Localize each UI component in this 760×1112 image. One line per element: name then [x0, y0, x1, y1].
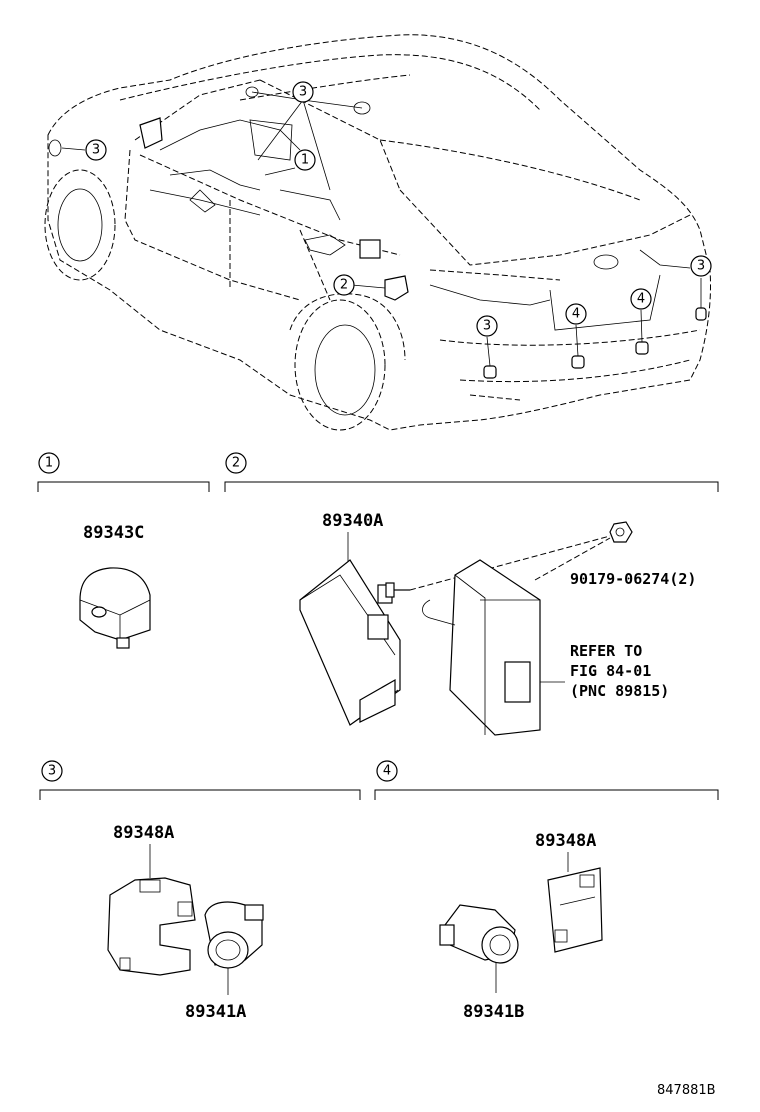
callout-number: 3	[92, 143, 100, 158]
section-1-marker: 1	[38, 452, 60, 474]
car-illustration	[44, 34, 711, 431]
figure-id: 847881B	[657, 1083, 716, 1098]
refer-note: REFER TO FIG 84-01 (PNC 89815)	[570, 642, 669, 700]
part-label-bolt: 90179-06274(2)	[570, 570, 696, 588]
callout-4-rear-a: 4	[565, 303, 587, 325]
callout-number: 3	[299, 85, 307, 100]
callout-number: 3	[483, 319, 491, 334]
callout-number: 4	[572, 307, 580, 322]
refer-line-3: (PNC 89815)	[570, 682, 669, 700]
callout-3-rear-right: 3	[690, 255, 712, 277]
callout-number: 1	[301, 153, 309, 168]
section-3-marker: 3	[41, 760, 63, 782]
callout-3-top: 3	[292, 81, 314, 103]
section-number: 3	[48, 764, 56, 779]
callout-4-rear-b: 4	[630, 288, 652, 310]
callout-2-mid: 2	[333, 274, 355, 296]
sensor-89343c-drawing	[79, 567, 151, 649]
part-label-89343c: 89343C	[83, 523, 144, 543]
bolt-drawing	[385, 521, 633, 598]
section-2-marker: 2	[225, 452, 247, 474]
bracket-89348a-left-drawing	[107, 877, 196, 976]
part-label-89341a: 89341A	[185, 1002, 246, 1022]
callout-number: 2	[340, 278, 348, 293]
callout-3-rear-left: 3	[476, 315, 498, 337]
callout-1-mid: 1	[294, 149, 316, 171]
part-label-89348a-right: 89348A	[535, 831, 596, 851]
section-4-bracket	[374, 789, 719, 800]
callout-3-left: 3	[85, 139, 107, 161]
callout-number: 3	[697, 259, 705, 274]
section-number: 1	[45, 456, 53, 471]
section-number: 4	[383, 764, 391, 779]
part-label-89348a-left: 89348A	[113, 823, 174, 843]
section-3-bracket	[39, 789, 361, 800]
part-label-89341b: 89341B	[463, 1002, 524, 1022]
ecu-ghost-drawing	[422, 559, 565, 736]
section-number: 2	[232, 456, 240, 471]
refer-line-2: FIG 84-01	[570, 662, 651, 680]
section-1-bracket	[37, 481, 210, 492]
section-4-marker: 4	[376, 760, 398, 782]
sensor-89341a-drawing	[204, 901, 264, 969]
section-2-bracket	[224, 481, 719, 492]
part-label-89340a: 89340A	[322, 511, 383, 531]
module-89340a-drawing	[299, 559, 401, 726]
callout-number: 4	[637, 292, 645, 307]
bracket-89348a-right-drawing	[547, 867, 603, 953]
sensor-89341b-drawing	[439, 904, 519, 964]
refer-line-1: REFER TO	[570, 642, 642, 660]
